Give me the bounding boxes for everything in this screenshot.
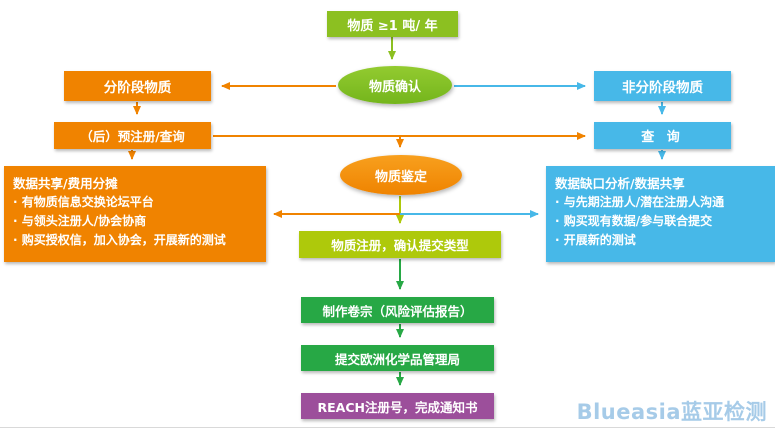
node-substance-identification: 物质鉴定 <box>340 155 462 195</box>
node-reach-registration-number: REACH注册号，完成通知书 <box>301 393 494 419</box>
node-substance-confirmation: 物质确认 <box>338 66 452 104</box>
node-dossier-preparation: 制作卷宗（风险评估报告） <box>301 297 494 323</box>
panel-bullet: 有物质信息交换论坛平台 <box>13 193 257 212</box>
node-substance-registration: 物质注册，确认提交类型 <box>299 231 501 258</box>
node-inquiry: 查 询 <box>594 122 731 149</box>
panel-bullet: 购买现有数据/参与联合提交 <box>555 212 766 231</box>
panel-bullet: 购买授权信，加入协会，开展新的测试 <box>13 231 257 250</box>
node-phase-in-substance: 分阶段物质 <box>64 71 211 101</box>
watermark-blueasia: Blueasia蓝亚检测 <box>576 400 767 424</box>
node-tonnage-threshold: 物质 ≥1 吨/ 年 <box>327 11 458 37</box>
node-non-phase-in-substance: 非分阶段物质 <box>594 71 731 101</box>
panel-title: 数据缺口分析/数据共享 <box>555 176 685 191</box>
panel-bullet: 与领头注册人/协会协商 <box>13 212 257 231</box>
panel-bullet: 开展新的测试 <box>555 231 766 250</box>
node-late-pre-registration: （后）预注册/查询 <box>54 122 211 149</box>
panel-data-sharing-cost: 数据共享/费用分摊 有物质信息交换论坛平台 与领头注册人/协会协商 购买授权信，… <box>4 166 266 262</box>
node-submit-echa: 提交欧洲化学品管理局 <box>301 345 494 371</box>
panel-title: 数据共享/费用分摊 <box>13 176 118 191</box>
panel-bullet: 与先期注册人/潜在注册人沟通 <box>555 193 766 212</box>
panel-data-gap-analysis: 数据缺口分析/数据共享 与先期注册人/潜在注册人沟通 购买现有数据/参与联合提交… <box>546 166 775 262</box>
